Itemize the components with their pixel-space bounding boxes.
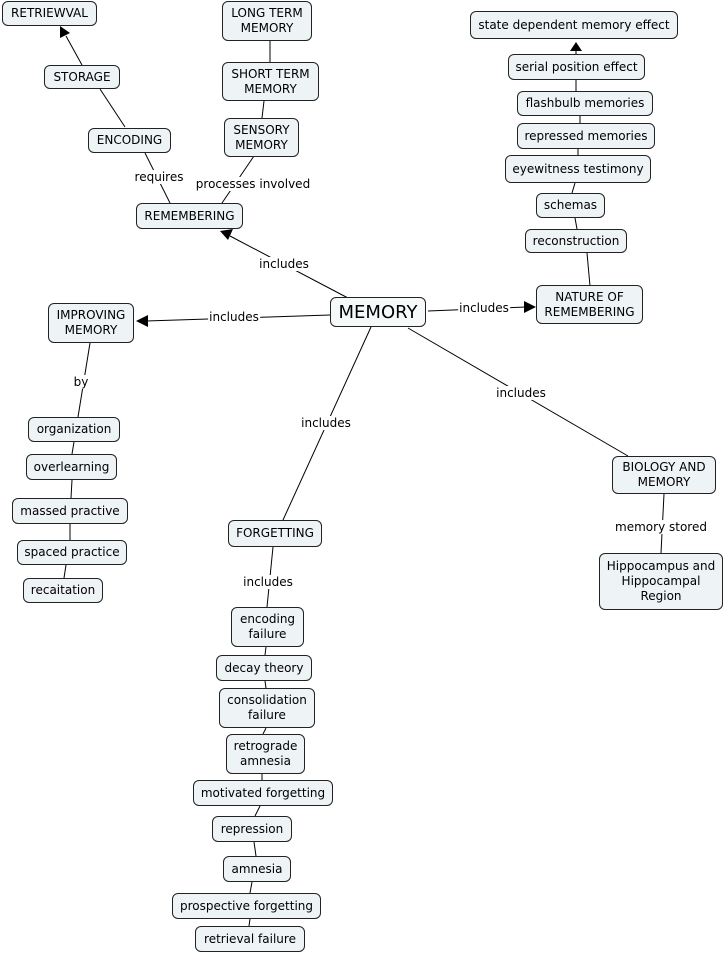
node-storage[interactable]: STORAGE	[44, 65, 120, 89]
node-retrograde-amnesia[interactable]: retrograde amnesia	[226, 734, 305, 774]
arrowhead	[220, 229, 233, 240]
node-hippocampus[interactable]: Hippocampus and Hippocampal Region	[599, 553, 723, 610]
arrowhead	[570, 42, 582, 51]
node-forgetting[interactable]: FORGETTING	[228, 520, 322, 547]
link-label-requires: requires	[133, 170, 185, 184]
node-remembering[interactable]: REMEMBERING	[136, 203, 243, 229]
link-label-memory-stored: memory stored	[614, 520, 708, 534]
node-spaced-practice[interactable]: spaced practice	[17, 540, 127, 565]
arrowhead	[60, 26, 70, 38]
node-short-term-memory[interactable]: SHORT TERM MEMORY	[222, 62, 319, 101]
link-label-includes-biology: includes	[495, 386, 547, 400]
node-memory[interactable]: MEMORY	[330, 297, 426, 327]
node-repression[interactable]: repression	[212, 816, 292, 842]
node-motivated-forgetting[interactable]: motivated forgetting	[193, 780, 333, 806]
node-flashbulb[interactable]: flashbulb memories	[517, 91, 653, 116]
node-eyewitness[interactable]: eyewitness testimony	[505, 155, 651, 183]
node-improving-memory[interactable]: IMPROVING MEMORY	[48, 303, 134, 343]
node-overlearning[interactable]: overlearning	[26, 454, 117, 480]
arrowhead	[524, 301, 536, 313]
node-amnesia[interactable]: amnesia	[223, 856, 291, 882]
node-massed-practive[interactable]: massed practive	[12, 498, 128, 524]
node-retrievval[interactable]: RETRIEWVAL	[2, 1, 97, 26]
node-repressed-memories[interactable]: repressed memories	[517, 123, 655, 149]
node-long-term-memory[interactable]: LONG TERM MEMORY	[222, 1, 312, 41]
link-label-includes-remembering: includes	[258, 257, 310, 271]
node-retrieval-failure[interactable]: retrieval failure	[195, 926, 305, 952]
link-label-includes-forgetting: includes	[300, 416, 352, 430]
node-prospective-forgetting[interactable]: prospective forgetting	[172, 893, 321, 919]
node-encoding[interactable]: ENCODING	[88, 128, 171, 153]
node-recaitation[interactable]: recaitation	[23, 578, 103, 603]
node-organization[interactable]: organization	[28, 417, 120, 442]
arrowhead	[136, 315, 148, 327]
link-label-processes-involved: processes involved	[194, 177, 312, 191]
link-label-includes-improving: includes	[208, 310, 260, 324]
node-nature-of-remembering[interactable]: NATURE OF REMEMBERING	[536, 285, 643, 324]
node-serial-position[interactable]: serial position effect	[508, 54, 645, 80]
node-consolidation-failure[interactable]: consolidation failure	[219, 688, 315, 728]
node-sensory-memory[interactable]: SENSORY MEMORY	[224, 118, 299, 157]
link-label-by: by	[72, 375, 90, 389]
node-reconstruction[interactable]: reconstruction	[525, 229, 627, 253]
node-schemas[interactable]: schemas	[536, 193, 605, 218]
node-decay-theory[interactable]: decay theory	[216, 655, 312, 681]
node-biology-and-memory[interactable]: BIOLOGY AND MEMORY	[612, 456, 716, 494]
node-encoding-failure[interactable]: encoding failure	[231, 607, 304, 647]
link-label-includes-forgetting-list: includes	[242, 575, 294, 589]
node-state-dependent[interactable]: state dependent memory effect	[470, 11, 678, 39]
link-label-includes-nature: includes	[458, 301, 510, 315]
